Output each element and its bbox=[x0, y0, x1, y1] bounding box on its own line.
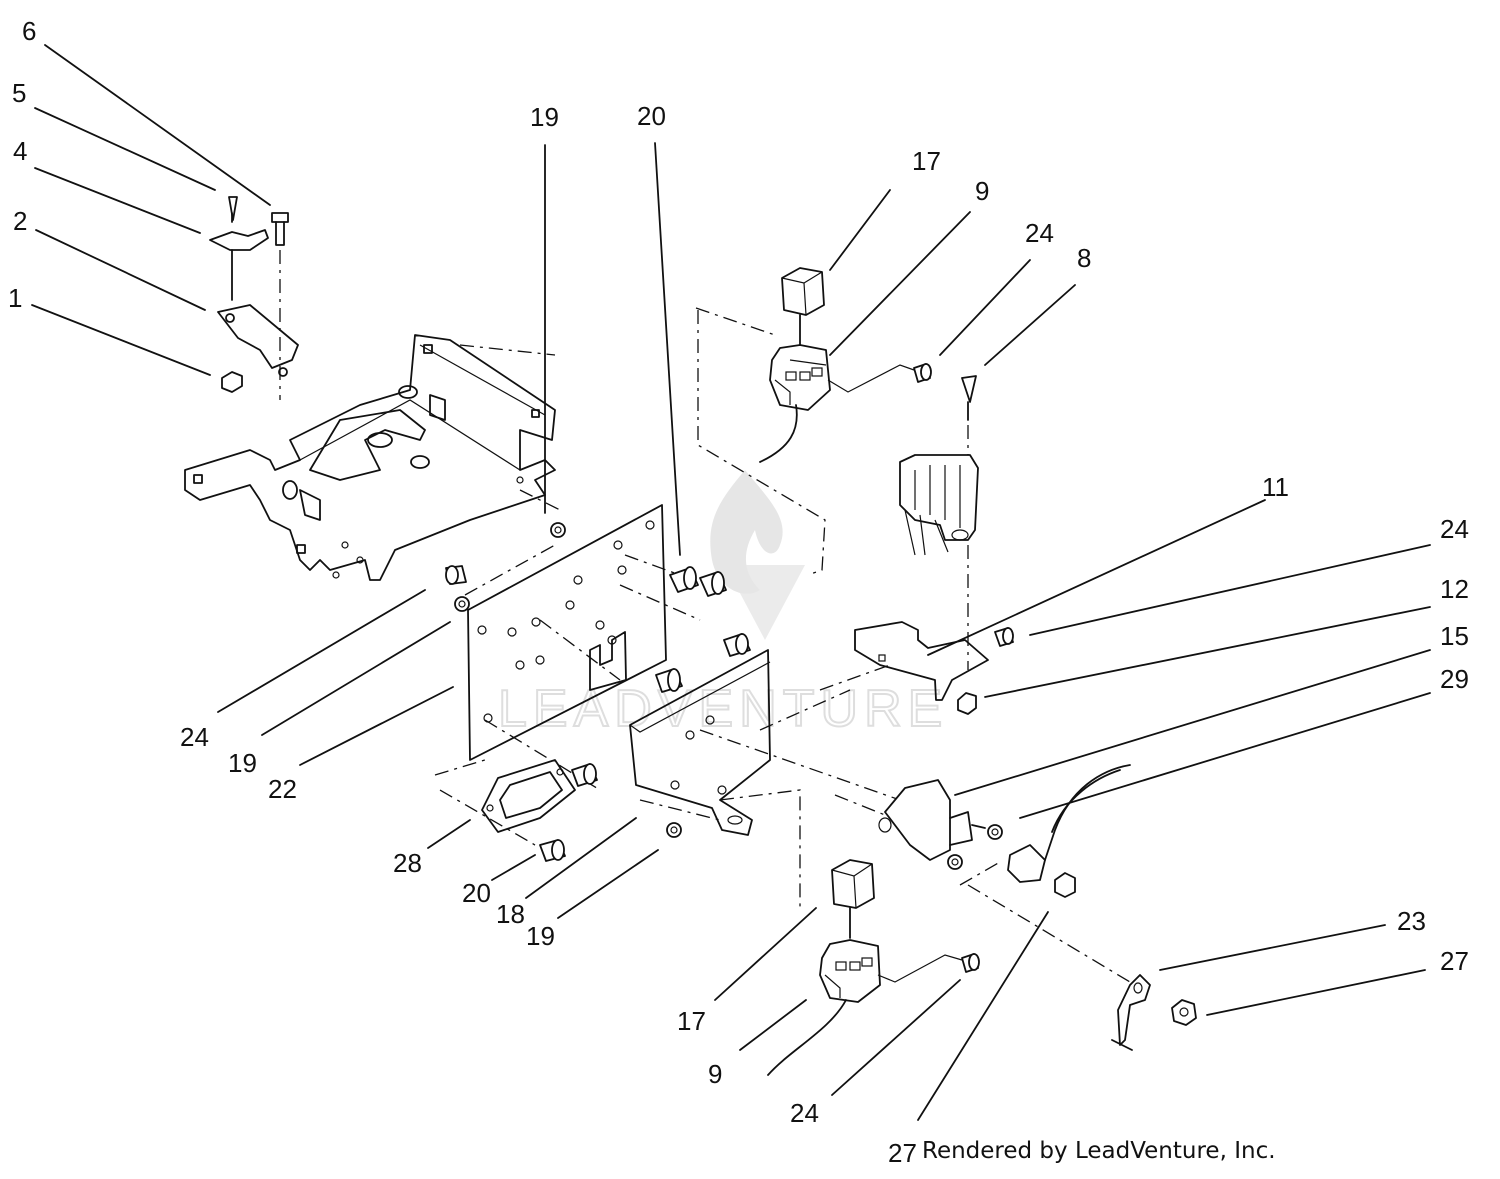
screw-20-lower bbox=[539, 839, 566, 862]
screw-below-panel bbox=[571, 763, 598, 787]
rectifier-module bbox=[434, 759, 576, 862]
nut-15-lower bbox=[947, 854, 963, 870]
callout-15: 15 bbox=[1440, 621, 1469, 651]
callout-4: 4 bbox=[13, 136, 27, 166]
l-bracket bbox=[629, 649, 901, 910]
callout-17-bottom: 17 bbox=[677, 1006, 706, 1036]
callout-19-bottom: 19 bbox=[526, 921, 555, 951]
callout-22: 22 bbox=[268, 774, 297, 804]
screw-24-bracket bbox=[994, 627, 1014, 647]
callout-17-top: 17 bbox=[912, 146, 941, 176]
ignition-switch bbox=[834, 779, 1003, 870]
callout-labels: 6 5 4 2 1 19 20 17 9 24 8 11 24 12 15 29… bbox=[8, 16, 1469, 1168]
nut-27-terminal bbox=[1171, 999, 1197, 1026]
screw-20-upper-a bbox=[669, 566, 699, 593]
callout-24-top: 24 bbox=[1025, 218, 1054, 248]
screw-lower-panel bbox=[655, 668, 683, 693]
callout-27-bottom: 27 bbox=[888, 1138, 917, 1168]
nut-19-bracket bbox=[666, 822, 682, 838]
watermark-text: LEADVENTURE bbox=[498, 680, 948, 738]
callout-18: 18 bbox=[496, 899, 525, 929]
screw-20-upper-b bbox=[699, 571, 727, 597]
callout-29: 29 bbox=[1440, 664, 1469, 694]
relay-bracket bbox=[759, 621, 1014, 731]
callout-20-bottom: 20 bbox=[462, 878, 491, 908]
callout-27-right: 27 bbox=[1440, 946, 1469, 976]
lower-relay-assembly bbox=[767, 859, 980, 1076]
nut-19-panel bbox=[550, 522, 566, 538]
callout-1: 1 bbox=[8, 283, 22, 313]
callout-9-bottom: 9 bbox=[708, 1059, 722, 1089]
nut-19-left bbox=[454, 596, 470, 612]
callout-24-right: 24 bbox=[1440, 514, 1469, 544]
callout-9-top: 9 bbox=[975, 176, 989, 206]
callout-28: 28 bbox=[393, 848, 422, 878]
cable-assembly bbox=[959, 764, 1136, 986]
callout-2: 2 bbox=[13, 206, 27, 236]
nut-12 bbox=[957, 692, 977, 715]
upper-relay-assembly bbox=[695, 267, 932, 576]
battery-terminal bbox=[1111, 974, 1197, 1051]
screw-mid bbox=[723, 633, 751, 657]
callout-19-top: 19 bbox=[530, 102, 559, 132]
switch-bracket-assembly bbox=[209, 196, 299, 400]
screw-24-upper-relay bbox=[913, 363, 932, 383]
mounting-panel bbox=[464, 504, 701, 791]
nut-27-cable bbox=[1054, 872, 1076, 898]
nut-15-right bbox=[987, 824, 1003, 840]
callout-11: 11 bbox=[1262, 472, 1289, 502]
callout-23: 23 bbox=[1397, 906, 1426, 936]
watermark-logo: LEADVENTURE bbox=[497, 470, 948, 739]
callout-8: 8 bbox=[1077, 243, 1091, 273]
callout-5: 5 bbox=[12, 78, 26, 108]
leader-lines bbox=[31, 44, 1431, 1121]
main-chassis-plate bbox=[184, 334, 561, 581]
screw-24-left bbox=[445, 565, 467, 585]
screw-24-lower-relay bbox=[961, 953, 980, 973]
callout-24-bottom: 24 bbox=[790, 1098, 819, 1128]
panel-screws bbox=[445, 522, 751, 838]
callout-20-top: 20 bbox=[637, 101, 666, 131]
callout-24-left: 24 bbox=[180, 722, 209, 752]
callout-19-left: 19 bbox=[228, 748, 257, 778]
callout-6: 6 bbox=[22, 16, 36, 46]
wire-connector-assembly bbox=[899, 375, 979, 670]
render-credit: Rendered by LeadVenture, Inc. bbox=[922, 1138, 1276, 1164]
callout-12: 12 bbox=[1440, 574, 1469, 604]
